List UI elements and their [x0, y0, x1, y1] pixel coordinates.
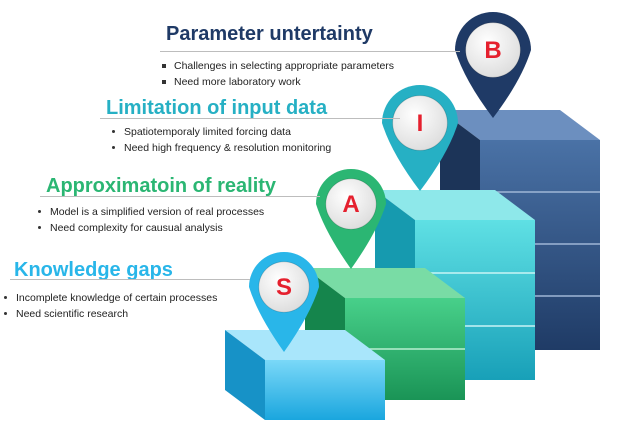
map-pin-i: I: [382, 85, 458, 191]
stage-heading-b: Parameter untertainty: [166, 23, 373, 45]
bullet-item: Challenges in selecting appropriate para…: [160, 58, 394, 74]
heading-divider: [40, 196, 320, 197]
pin-letter-a: A: [342, 191, 359, 218]
map-pin-a: A: [316, 169, 386, 269]
map-pin-s: S: [249, 251, 319, 352]
stage-heading-i: Limitation of input data: [106, 97, 328, 119]
bullet-item: Model is a simplified version of real pr…: [36, 204, 264, 220]
pin-letter-s: S: [276, 274, 292, 301]
bullet-item: Need more laboratory work: [160, 74, 394, 90]
map-pin-b: B: [455, 12, 531, 118]
bullet-item: Incomplete knowledge of certain processe…: [2, 290, 217, 306]
pin-letter-i: I: [417, 110, 424, 137]
bullet-item: Need complexity for causual analysis: [36, 220, 264, 236]
stair-blue: [225, 330, 385, 420]
bullet-list-s: Incomplete knowledge of certain processe…: [2, 290, 217, 322]
heading-divider: [160, 51, 460, 52]
heading-divider: [100, 118, 400, 119]
stage-heading-a: Approximatoin of reality: [46, 175, 277, 197]
bullet-item: Spatiotemporaly limited forcing data: [110, 124, 331, 140]
bullet-item: Need high frequency & resolution monitor…: [110, 140, 331, 156]
stage-heading-s: Knowledge gaps: [14, 259, 173, 281]
map-pin-face: [258, 261, 310, 313]
bullet-item: Need scientific research: [2, 306, 217, 322]
pin-letter-b: B: [484, 37, 501, 64]
bullet-list-a: Model is a simplified version of real pr…: [36, 204, 264, 236]
map-pin-face: [392, 95, 448, 151]
map-pin-face: [325, 178, 377, 230]
map-pin-face: [465, 22, 521, 78]
bullet-list-b: Challenges in selecting appropriate para…: [160, 58, 394, 90]
heading-divider: [10, 279, 250, 280]
